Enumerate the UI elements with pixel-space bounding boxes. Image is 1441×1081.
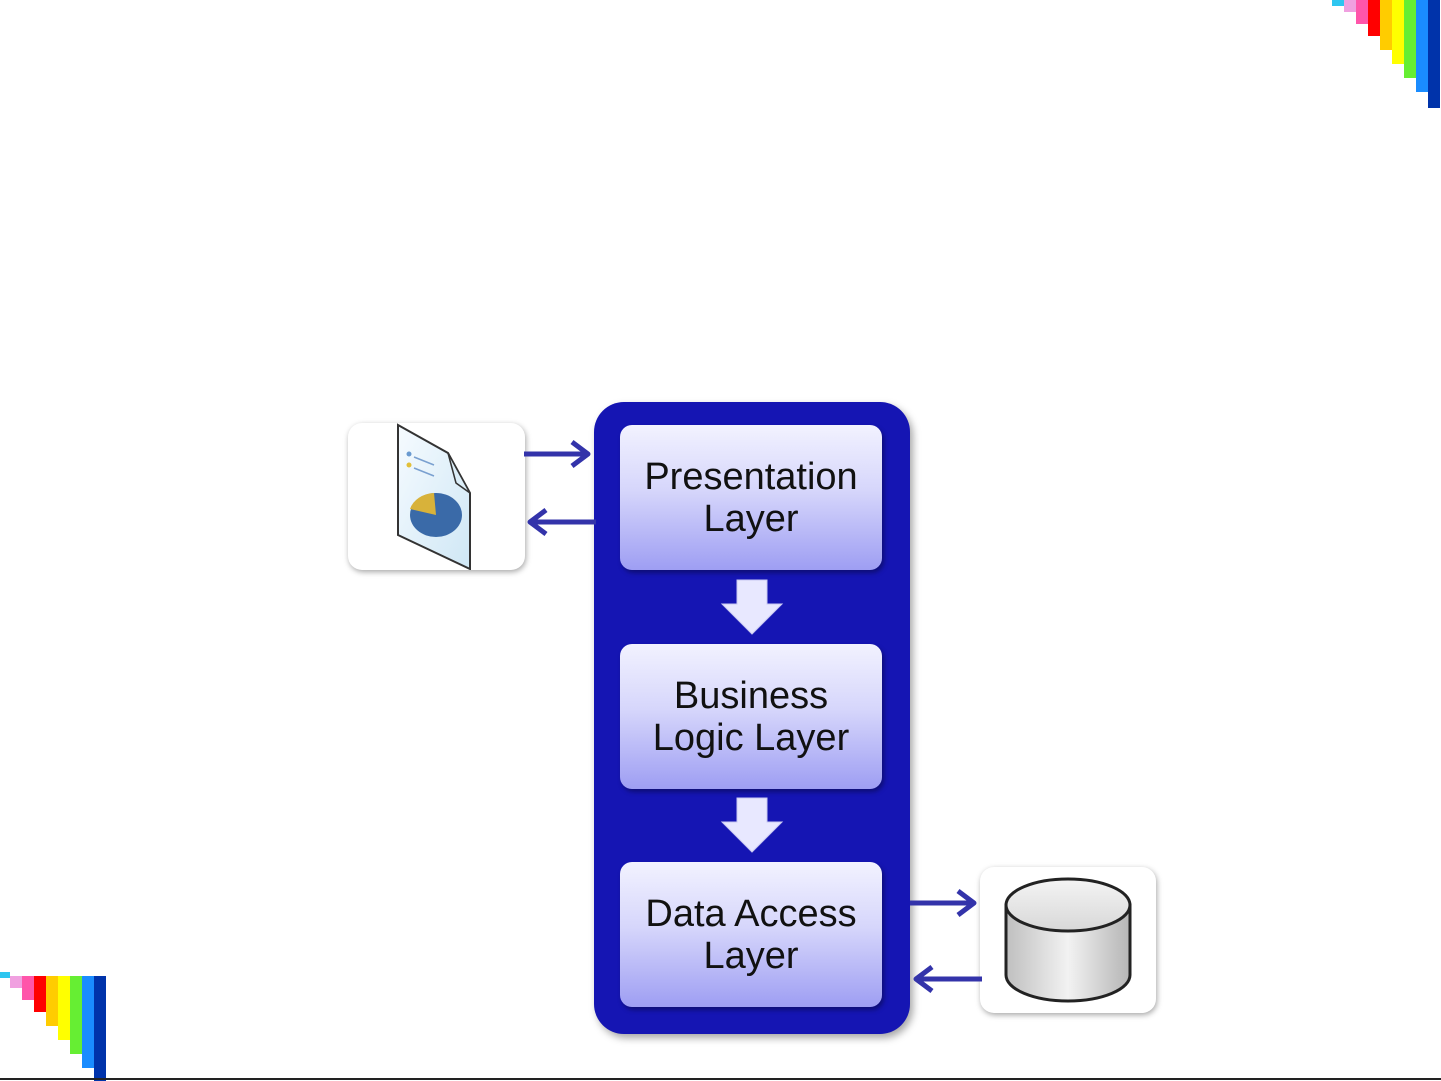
down-arrow-presentation-to-business <box>722 580 782 634</box>
down-arrow-business-to-data-access <box>722 798 782 852</box>
arrow-to-data-access <box>916 967 982 991</box>
arrow-to-presentation <box>524 442 588 466</box>
arrow-to-database <box>910 891 974 915</box>
arrow-to-client <box>530 510 596 534</box>
